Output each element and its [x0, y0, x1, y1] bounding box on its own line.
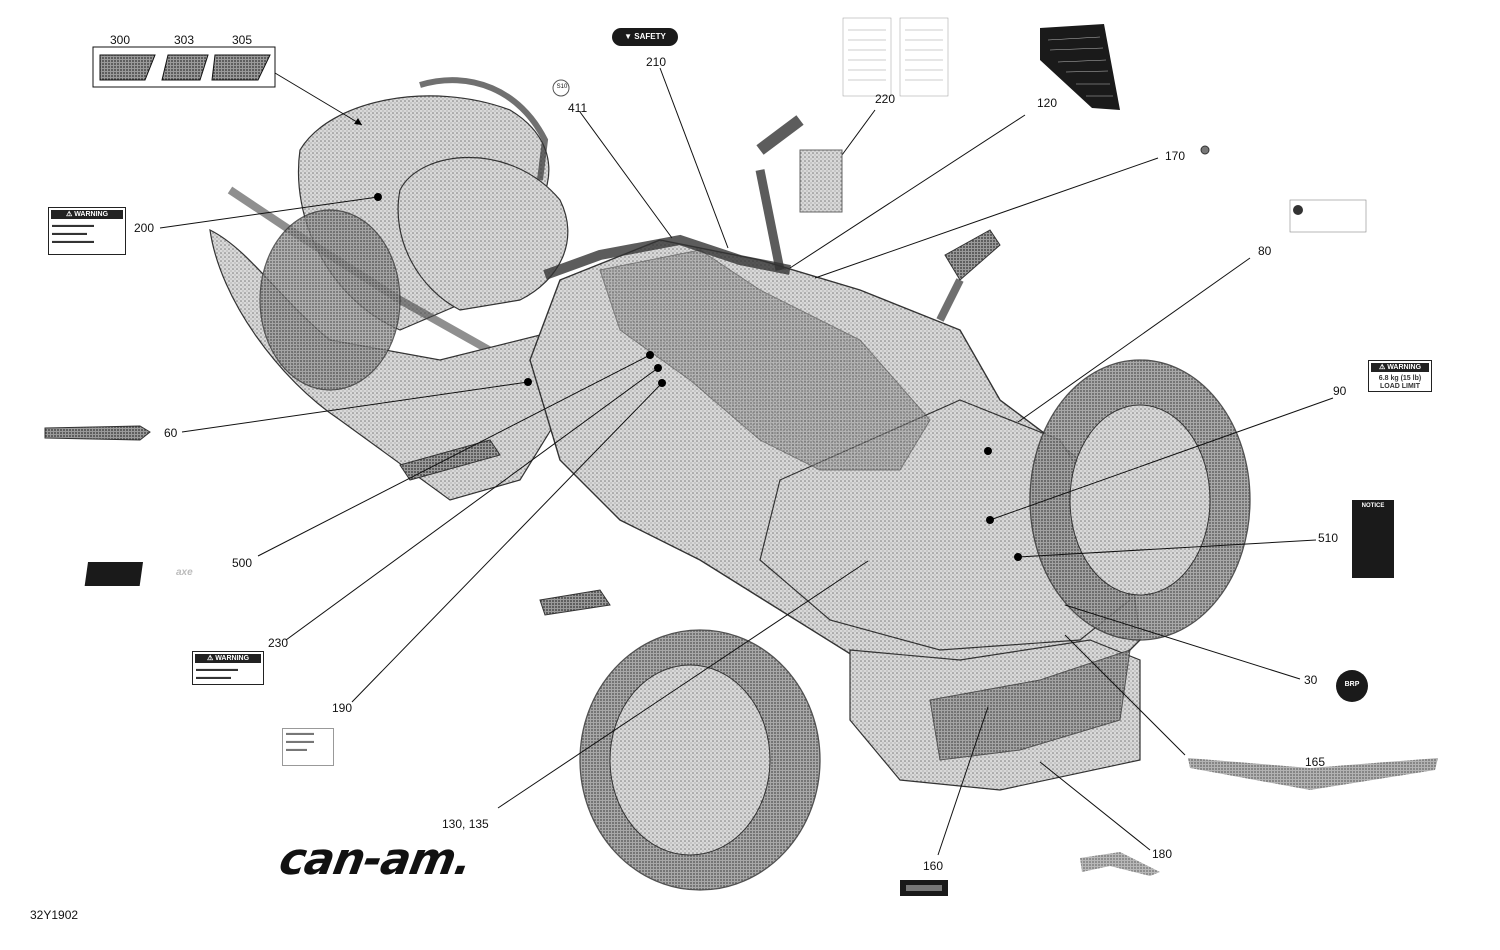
decal-200-header: ⚠ WARNING	[51, 210, 123, 219]
decal-500-text: axe	[176, 567, 193, 578]
decal-60	[44, 425, 151, 441]
callout-500: 500	[232, 556, 253, 570]
handlebar	[543, 234, 791, 280]
decal-30	[1336, 670, 1368, 702]
callout-30: 30	[1304, 673, 1318, 687]
callout-90: 90	[1333, 384, 1347, 398]
callout-300: 300	[110, 33, 131, 47]
decal-170	[1200, 145, 1210, 155]
rear-rail	[419, 77, 549, 181]
mirror	[944, 229, 1001, 281]
callout-220: 220	[875, 92, 896, 106]
load-limit-label: LOAD LIMIT	[1379, 383, 1421, 390]
callout-303: 303	[174, 33, 195, 47]
callout-411: 411	[568, 101, 588, 115]
decal-130: ▬▬▬▬▬▬▬▬▬▬▬	[282, 728, 334, 766]
callout-200: 200	[134, 221, 155, 235]
callout-230: 230	[268, 636, 289, 650]
notice-text: NOTICE	[1361, 503, 1385, 509]
decal-80	[1289, 199, 1367, 233]
callout-80: 80	[1258, 244, 1272, 258]
callout-130-135: 130, 135	[442, 817, 489, 831]
decal-500	[84, 562, 144, 586]
safety-card-decal: ▼ SAFETY CARD	[612, 28, 678, 59]
decal-220-location	[799, 149, 843, 213]
decal-165	[1188, 758, 1438, 790]
leader-lines	[159, 67, 1334, 856]
decal-90: ⚠ WARNING 6.8 kg (15 lb)LOAD LIMIT	[1368, 360, 1432, 392]
decal-411	[552, 79, 570, 97]
handle-grip	[756, 115, 804, 155]
load-limit-value: 6.8 kg (15 lb)	[1378, 375, 1422, 382]
decal-90-header: ⚠ WARNING	[1371, 363, 1429, 372]
callout-165: 165	[1305, 755, 1326, 769]
rear-wheel	[259, 209, 401, 391]
callout-510: 510	[1318, 531, 1339, 545]
decal-190: ⚠ WARNING ▬▬▬▬▬▬▬▬▬▬▬	[192, 651, 264, 685]
decal-120	[1040, 24, 1120, 110]
callout-210: 210	[646, 55, 667, 69]
brp-text: BRP	[1344, 681, 1360, 688]
decal-510	[1352, 500, 1394, 578]
handle-post	[755, 169, 785, 271]
can-am-logo: can-am.	[275, 834, 476, 885]
decal-180	[1080, 852, 1160, 876]
callout-305: 305	[232, 33, 253, 47]
callout-60: 60	[164, 426, 178, 440]
seat-back	[397, 157, 569, 311]
decal-220	[842, 17, 949, 97]
decal-190-header: ⚠ WARNING	[195, 654, 261, 663]
grille	[929, 649, 1131, 761]
location-dots	[374, 193, 1022, 561]
decal-200: ⚠ WARNING ▬▬▬▬▬▬▬▬▬▬▬▬▬▬▬▬▬	[48, 207, 126, 255]
console	[599, 249, 931, 471]
callout-160: 160	[923, 859, 944, 873]
callout-170: 170	[1165, 149, 1186, 163]
badge-s10: S10	[556, 84, 568, 90]
callout-180: 180	[1152, 847, 1173, 861]
callout-190: 190	[332, 701, 353, 715]
decal-group-300	[92, 46, 276, 88]
callout-120: 120	[1037, 96, 1058, 110]
rear-frame	[209, 228, 601, 501]
drawing-id: 32Y1902	[30, 908, 79, 922]
